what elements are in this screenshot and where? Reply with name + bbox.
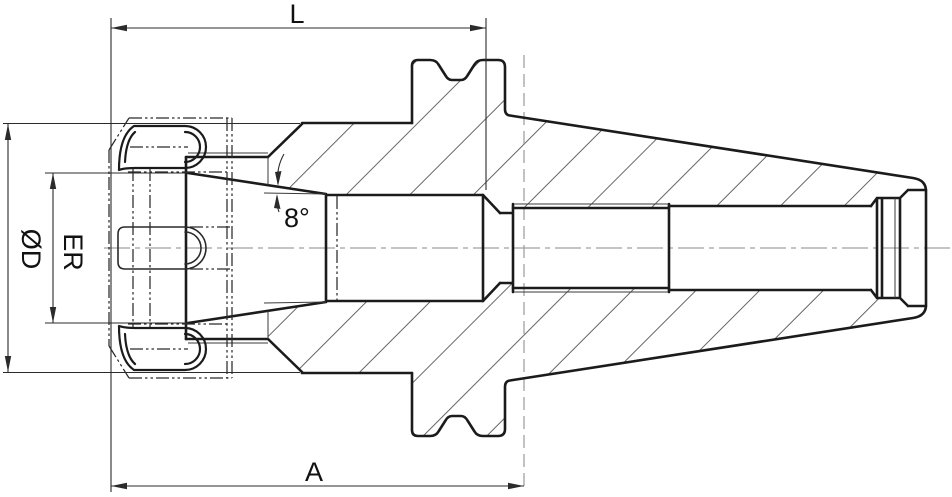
flange-and-taper-outline — [410, 58, 928, 438]
dimension-arrowheads — [4, 24, 524, 490]
top-claw — [117, 124, 208, 172]
dimension-labels: L A ØD ER 8° — [16, 0, 323, 487]
thread-bore-thin-line — [514, 203, 668, 293]
arrowhead-icon — [4, 356, 12, 372]
rear-bore — [667, 204, 873, 292]
angle-reference-line — [263, 192, 327, 304]
arrowhead-icon — [4, 124, 12, 140]
thread-bore — [511, 202, 671, 294]
nut-outer-diameter — [129, 117, 232, 379]
arrowhead-icon — [49, 307, 57, 323]
nut-groove-lines — [128, 171, 227, 325]
arrowhead-icon — [274, 194, 281, 209]
collet-nut-phantom — [108, 117, 338, 379]
bottom-claw — [117, 324, 208, 372]
nut-section-claws — [117, 124, 208, 372]
label-taper-angle: 8° — [284, 203, 310, 233]
label-length-A: A — [305, 457, 323, 487]
label-diameter-D: ØD — [16, 229, 46, 270]
collet-slot-lines — [190, 226, 232, 270]
arrowhead-icon — [111, 24, 127, 32]
arrowhead-icon — [49, 173, 57, 189]
arrowhead-icon — [470, 24, 486, 32]
collet-center-bore — [117, 226, 207, 270]
arrowhead-icon — [275, 171, 282, 186]
collet-cone — [186, 171, 328, 325]
top-claw-inner — [123, 130, 202, 164]
hatch-region-top — [268, 60, 926, 213]
body-cylinder — [300, 121, 414, 375]
label-collet-ER: ER — [58, 233, 88, 271]
nut-step-lines — [130, 146, 188, 350]
pocket-chamfer — [481, 193, 502, 303]
collet-bore-outline — [117, 226, 186, 270]
thin-detail-lines — [188, 152, 896, 344]
nose-thread-thin-line — [188, 152, 268, 344]
collet-pocket-bore — [325, 193, 485, 303]
body-shoulder — [266, 122, 304, 374]
section-hatching — [268, 60, 926, 436]
reference-lines — [104, 55, 950, 492]
bore-step-and-rings — [869, 188, 928, 308]
bottom-claw-inner — [123, 332, 202, 366]
bore-neck — [498, 202, 515, 294]
collet-bore-nose-arcs — [184, 226, 207, 270]
nut-rear-face — [226, 118, 233, 378]
label-length-L: L — [289, 0, 304, 29]
arrowhead-icon — [508, 482, 524, 490]
tool-holder-body — [184, 58, 928, 438]
hatch-region-bottom — [268, 283, 926, 436]
dimensions — [3, 18, 524, 492]
arrowhead-icon — [111, 482, 127, 490]
